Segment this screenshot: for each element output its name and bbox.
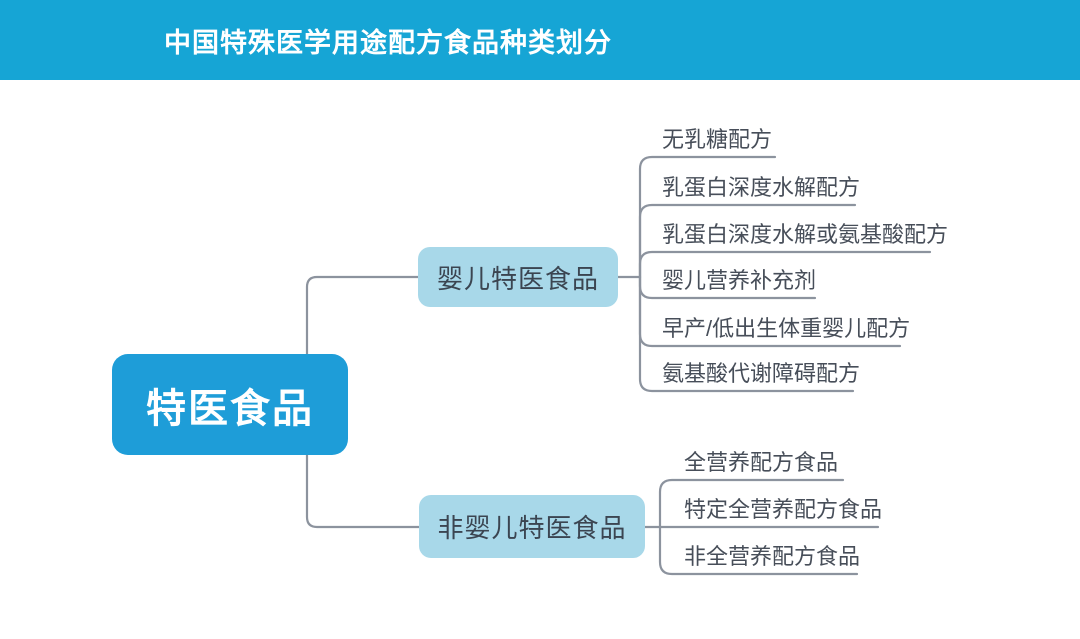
leaf-node: 婴儿营养补充剂 <box>662 268 817 293</box>
header-bar: 中国特殊医学用途配方食品种类划分 <box>0 0 1080 80</box>
leaf-node: 非全营养配方食品 <box>684 544 861 569</box>
leaf-node: 乳蛋白深度水解或氨基酸配方 <box>662 222 949 247</box>
leaf-node: 早产/低出生体重婴儿配方 <box>662 316 911 341</box>
branch-node-infant: 婴儿特医食品 <box>418 247 618 307</box>
connector-leaf-1-2 <box>638 203 857 279</box>
connector-leaf-1-3 <box>638 250 932 279</box>
leaf-node: 无乳糖配方 <box>662 127 773 152</box>
connector-leaf-1-1 <box>638 155 777 279</box>
connector-leaf-2-1 <box>658 478 845 529</box>
page-title: 中国特殊医学用途配方食品种类划分 <box>164 27 612 58</box>
root-node: 特医食品 <box>112 354 348 455</box>
connector-leaf-2-3 <box>658 525 859 576</box>
branch-node-non-infant: 非婴儿特医食品 <box>419 495 645 558</box>
leaf-node: 特定全营养配方食品 <box>684 497 883 522</box>
leaf-node: 乳蛋白深度水解配方 <box>662 175 861 200</box>
connector-leaf-1-6 <box>638 275 855 393</box>
leaf-node: 全营养配方食品 <box>684 450 839 475</box>
leaf-node: 氨基酸代谢障碍配方 <box>662 361 861 386</box>
